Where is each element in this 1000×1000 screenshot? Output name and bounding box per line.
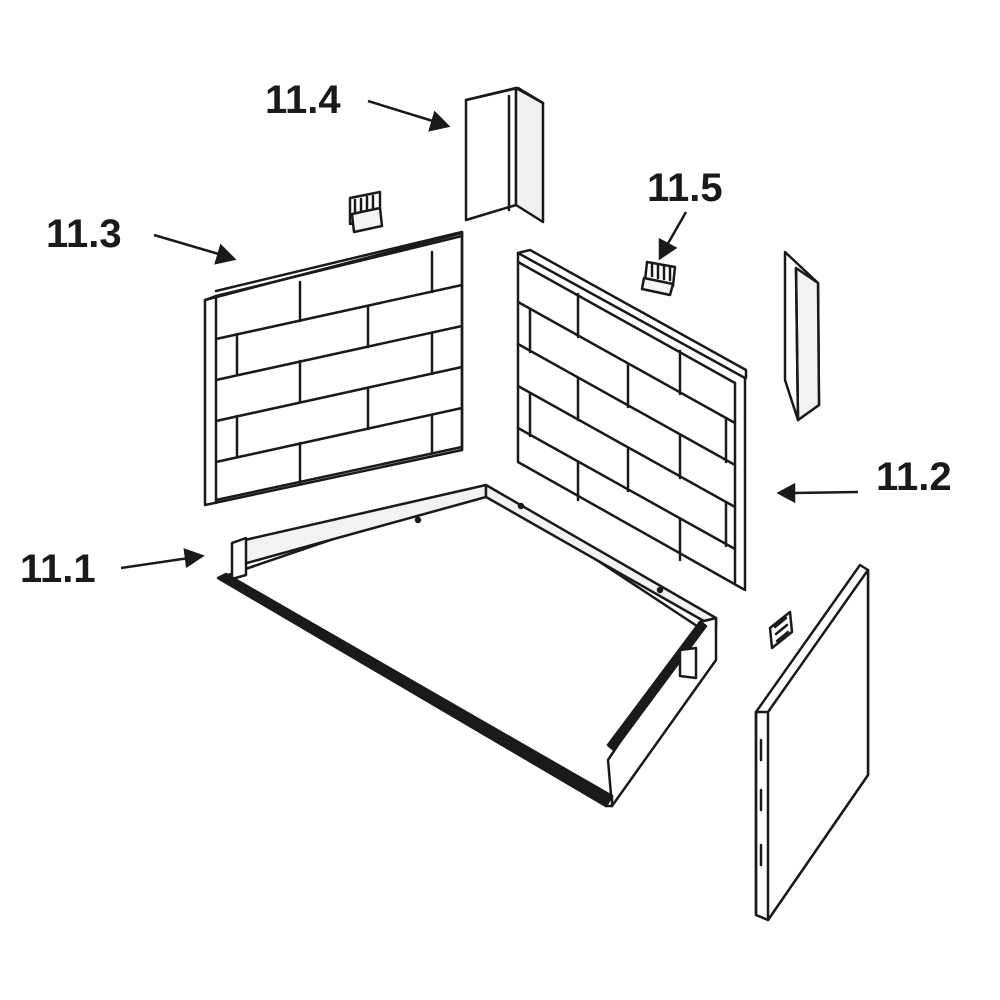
callout-11-4: 11.4 — [265, 78, 341, 122]
arrow-11-5 — [658, 211, 688, 261]
side-panel-lower-right — [754, 563, 870, 922]
arrow-11-1 — [120, 548, 205, 570]
arrow-11-3 — [153, 233, 237, 265]
corner-piece-11-4 — [464, 86, 545, 224]
left-brick-panel-11-3 — [203, 230, 464, 507]
clip-lower-right — [768, 610, 794, 650]
arrow-11-2 — [776, 482, 859, 504]
callout-11-5: 11.5 — [647, 166, 723, 210]
clip-11-5 — [640, 260, 677, 297]
right-brick-panel-11-2 — [516, 248, 748, 592]
base-tray-11-1 — [216, 483, 718, 808]
right-trim-piece — [783, 250, 821, 422]
callout-11-1: 11.1 — [20, 547, 96, 591]
callout-11-2: 11.2 — [876, 455, 952, 499]
callout-11-3: 11.3 — [46, 212, 122, 256]
arrow-11-4 — [367, 99, 451, 132]
clip-left — [348, 190, 384, 234]
